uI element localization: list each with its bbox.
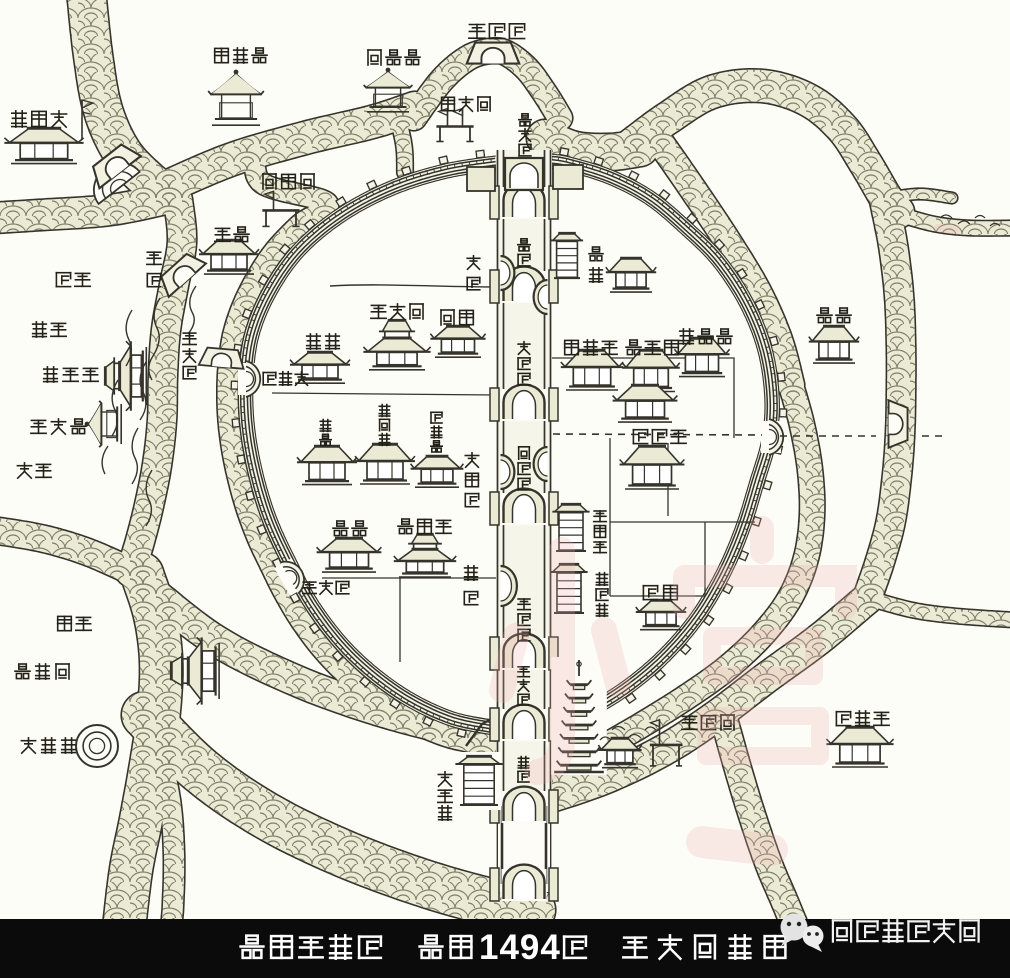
svg-text:1494: 1494: [479, 928, 561, 967]
